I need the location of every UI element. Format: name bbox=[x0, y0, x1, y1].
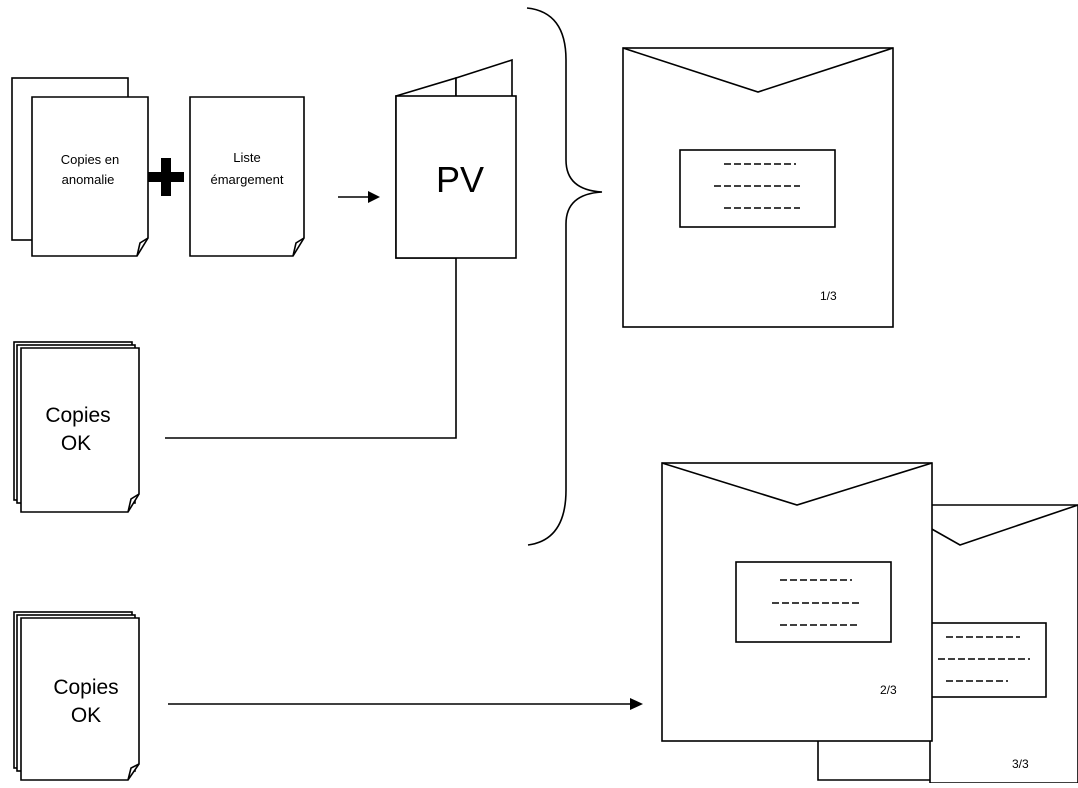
envelope-1-number: 1/3 bbox=[820, 289, 837, 303]
pv-folder-front bbox=[395, 95, 517, 259]
liste-emargement-label-2: émargement bbox=[211, 172, 284, 187]
envelope-3-flap bbox=[929, 504, 1078, 546]
copies-ok-2-label-1: Copies bbox=[53, 676, 118, 699]
copies-ok-stack-1: Copies OK bbox=[13, 341, 140, 513]
copies-ok-stack-2: Copies OK bbox=[13, 611, 140, 781]
copies-anomalie-front-page bbox=[31, 96, 149, 257]
copies-anomalie-page-curl bbox=[136, 237, 149, 257]
copies-anomalie-label-2: anomalie bbox=[62, 172, 115, 187]
envelope-2: 2/3 bbox=[661, 462, 933, 742]
copies-ok-1-front-page bbox=[20, 347, 140, 513]
pv-label: PV bbox=[436, 159, 484, 200]
liste-emargement-label-1: Liste bbox=[233, 150, 260, 165]
copies-anomalie-stack: Copies en anomalie bbox=[11, 77, 149, 257]
envelope-2-address-window bbox=[735, 561, 892, 643]
envelope-2-number: 2/3 bbox=[880, 683, 897, 697]
copies-ok-2-page-curl bbox=[127, 763, 140, 781]
copies-ok-2-front-page bbox=[20, 617, 140, 781]
envelope-1: 1/3 bbox=[622, 47, 894, 328]
grouping-brace bbox=[526, 7, 603, 546]
envelope-3-address-window bbox=[929, 622, 1047, 698]
envelope-1-address-window bbox=[679, 149, 836, 228]
liste-emargement-page-curl bbox=[292, 237, 305, 257]
arrow-copies-ok-to-envelope-2 bbox=[168, 698, 643, 710]
connector-envelope-2-to-3 bbox=[817, 741, 930, 781]
envelope-3: 3/3 bbox=[929, 504, 1078, 784]
envelope-1-flap bbox=[622, 47, 894, 93]
copies-ok-1-label-1: Copies bbox=[45, 404, 110, 427]
envelope-2-flap bbox=[661, 462, 933, 506]
copies-ok-2-label-2: OK bbox=[71, 704, 101, 727]
pv-folder: PV bbox=[395, 58, 517, 260]
liste-emargement-sheet bbox=[189, 96, 305, 257]
copies-anomalie-label-1: Copies en bbox=[61, 152, 120, 167]
arrow-to-pv bbox=[338, 191, 380, 203]
connector-copies-ok-to-pv bbox=[165, 258, 457, 439]
copies-ok-1-page-curl bbox=[127, 493, 140, 513]
plus-icon bbox=[148, 158, 184, 196]
copies-ok-1-label-2: OK bbox=[61, 432, 91, 455]
liste-emargement-page: Liste émargement bbox=[189, 96, 305, 257]
envelope-3-number: 3/3 bbox=[1012, 757, 1029, 771]
